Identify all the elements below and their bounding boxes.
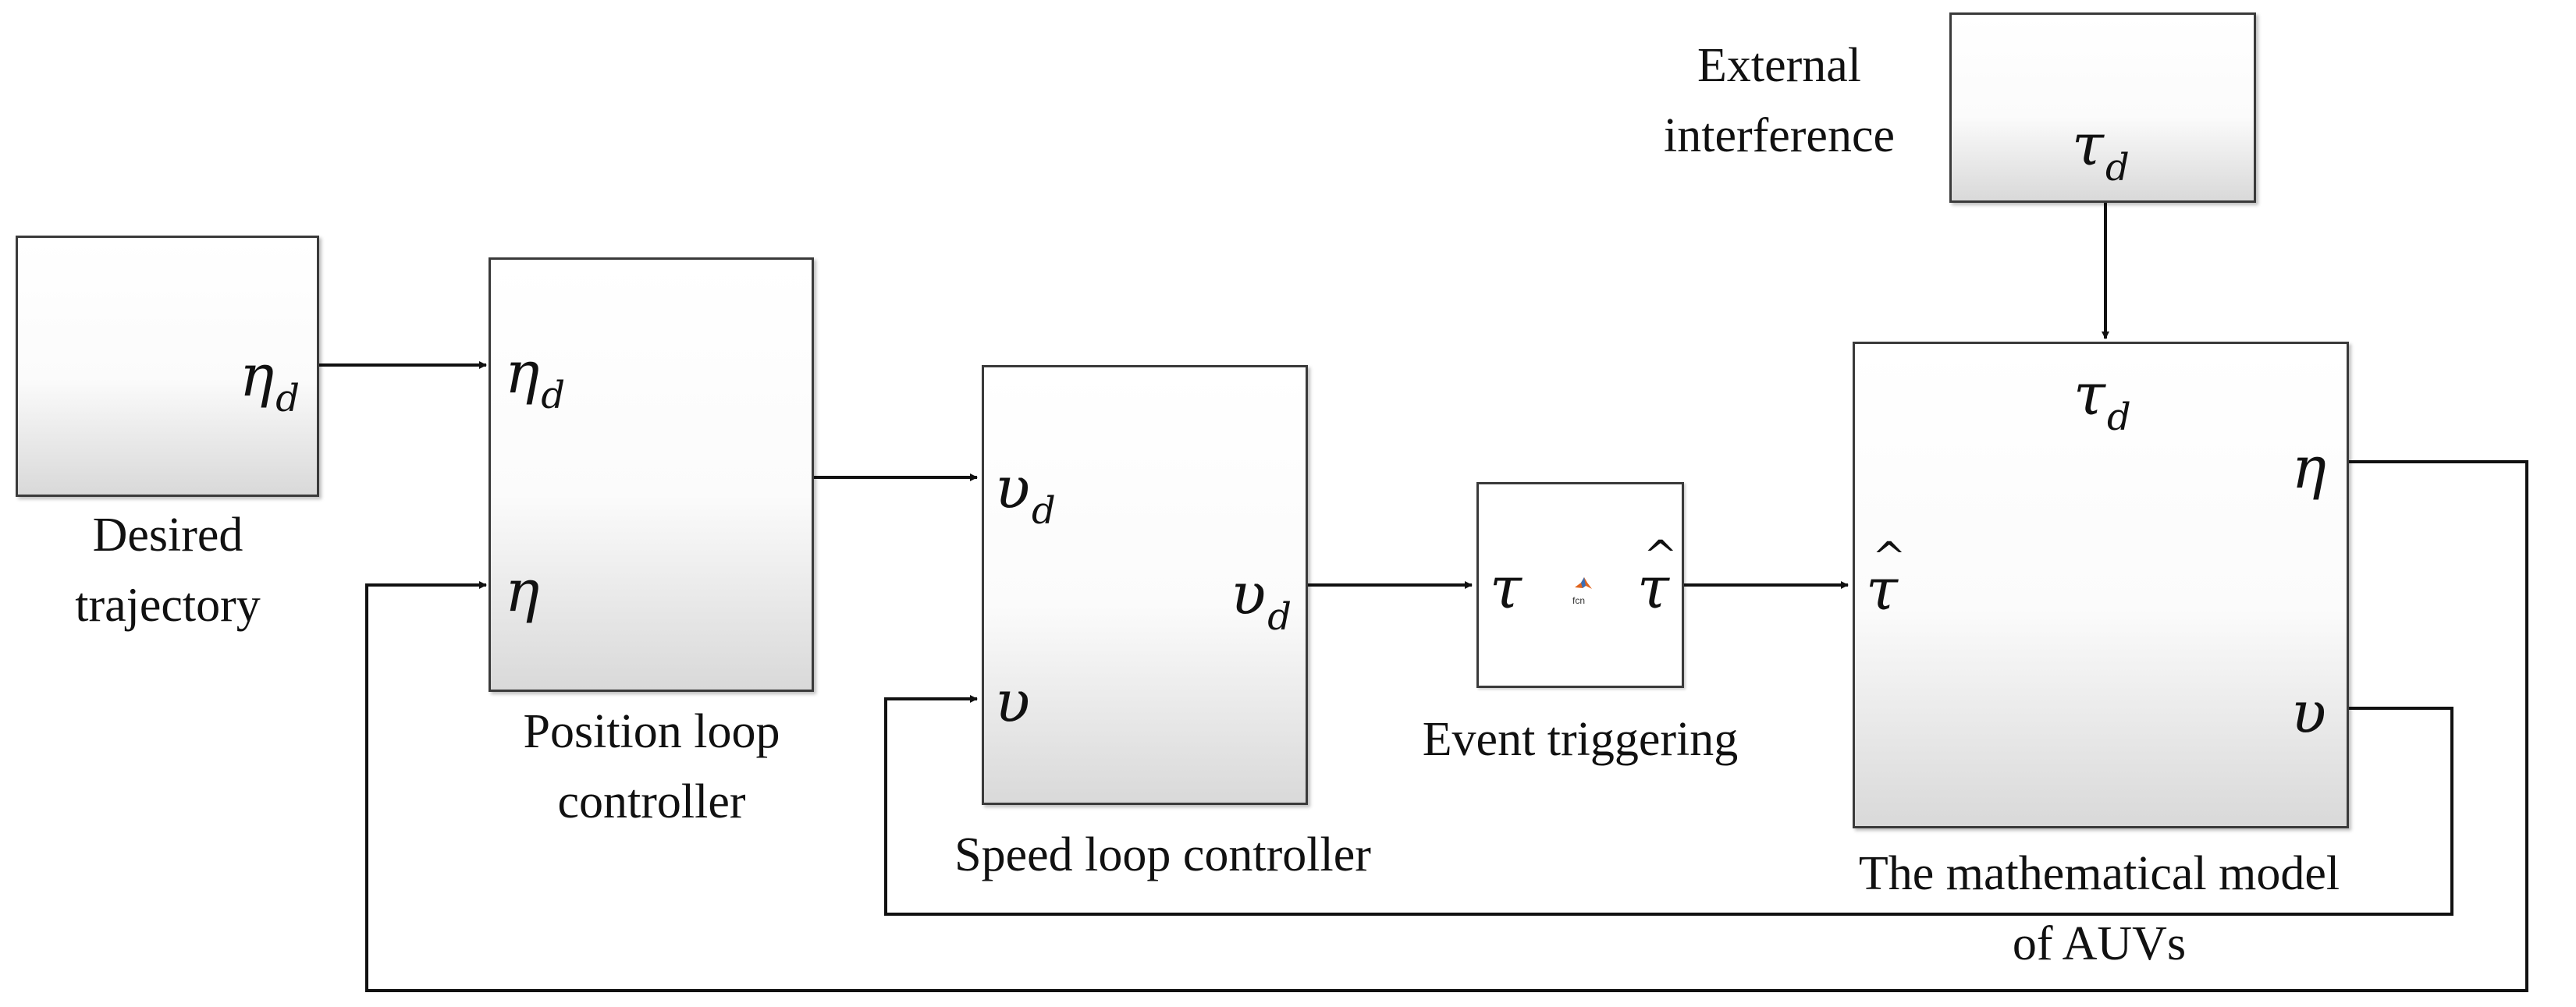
auv-model-caption: The mathematical model of AUVs [1858,847,2340,970]
speed-loop-caption: Speed loop controller [954,828,1371,881]
event-triggering-caption: Event triggering [1422,713,1739,766]
position-loop-caption: Position loop controller [523,705,780,828]
fcn-label: fcn [1572,595,1586,606]
auv-in-tau-hat-port: τ [1866,537,1906,619]
event-out-tau-hat-port: τ [1637,536,1678,617]
external-interference-block[interactable]: τd [1949,12,2256,203]
speed-loop-controller-block[interactable]: υd υ υd [982,365,1308,805]
external-out-tau-d-port: τd [2072,112,2130,190]
desired-trajectory-block[interactable]: ηd [16,236,319,497]
position-in-eta-port: η [505,558,540,625]
auv-out-v-port: υ [2291,679,2326,746]
wire-eta-feedback [365,460,2528,992]
position-loop-controller-block[interactable]: ηd η [489,257,814,692]
desired-trajectory-caption: Desired trajectory [75,509,261,632]
speed-in-v-d-port: υd [995,455,1056,533]
auv-model-block[interactable]: τd τ η υ [1853,342,2349,828]
matlab-fcn-icon [1575,577,1592,589]
event-triggering-block[interactable]: τ τ fcn [1476,482,1684,688]
speed-out-v-d-port: υd [1231,561,1292,639]
auv-in-tau-d-port: τd [2073,361,2131,439]
desired-trajectory-out-port: ηd [239,342,300,420]
event-in-tau-port: τ [1490,555,1522,622]
speed-in-v-port: υ [995,668,1030,736]
auv-out-eta-port: η [2291,434,2326,502]
external-interference-caption: External interference [1664,39,1895,162]
position-in-eta-d-port: ηd [505,339,566,417]
wire-v-feedback [884,695,2453,916]
